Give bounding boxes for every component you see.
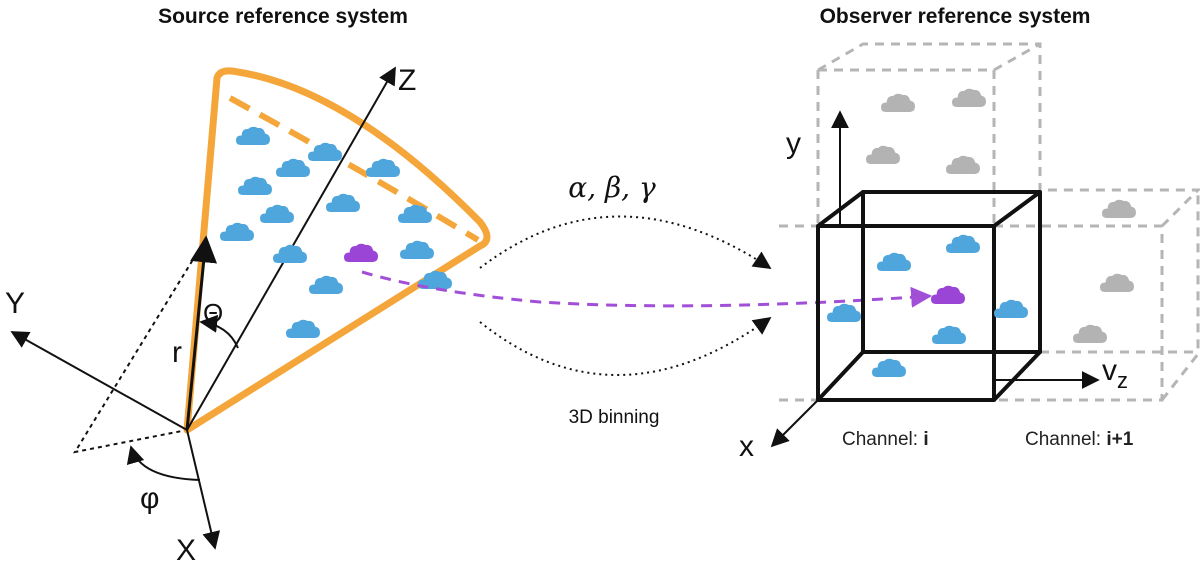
channel-i-label: Channel: i: [842, 429, 929, 450]
obs-y-label: y: [786, 127, 801, 160]
obs-x-axis: [770, 399, 819, 448]
x-axis-label: X: [176, 534, 196, 567]
cloud-icon: [236, 126, 270, 145]
transform-arrows: [479, 215, 772, 376]
projection-triangle: [72, 239, 206, 454]
cloud-icon: [946, 155, 980, 174]
cloud-icon: [931, 285, 965, 304]
cloud-icon: [946, 234, 980, 253]
cloud-icon: [1073, 324, 1107, 343]
cloud-icon: [994, 299, 1028, 318]
cloud-trajectory: [361, 270, 933, 308]
cloud-icon: [1100, 273, 1134, 292]
cloud-icon: [286, 319, 320, 338]
cloud-icon: [308, 142, 342, 161]
r-vector: [185, 235, 218, 431]
cube-edges: [816, 190, 1042, 402]
cloud-icon: [238, 176, 272, 195]
source-clouds: [220, 126, 452, 338]
cloud-icon: [827, 303, 861, 322]
upper-ghost-cube: [816, 42, 1042, 226]
y-axis: [10, 331, 188, 431]
cloud-icon: [952, 88, 986, 107]
cloud-icon: [326, 193, 360, 212]
cloud-icon: [276, 158, 310, 177]
cloud-icon: [273, 244, 307, 263]
cloud-icon: [309, 275, 343, 294]
binning-label: 3D binning: [569, 407, 660, 428]
obs-vz-label: vz: [1102, 354, 1128, 393]
main-cube: [816, 190, 1042, 402]
observer-title: Observer reference system: [820, 5, 1091, 28]
cloud-icon: [400, 240, 434, 259]
y-axis-label: Y: [5, 287, 25, 320]
channel-i-plus-1-label: Channel: i+1: [1025, 429, 1134, 450]
cloud-icon: [872, 358, 906, 377]
binning-arrow: [479, 316, 772, 376]
source-title: Source reference system: [158, 5, 408, 28]
cloud-icon: [932, 325, 966, 344]
z-axis-label: Z: [398, 64, 416, 97]
rotation-arrow: [479, 215, 772, 269]
ghost-cubes: [779, 42, 1200, 402]
right-ghost-cube: [994, 188, 1200, 402]
rotation-angles-label: α, β, γ: [568, 171, 656, 204]
cloud-icon: [344, 243, 378, 262]
cone: [183, 67, 491, 434]
cone-back-rim: [228, 95, 480, 243]
phi-arc: [126, 445, 201, 481]
cloud-icon: [877, 252, 911, 271]
cloud-icon: [866, 145, 900, 164]
obs-x-label: x: [739, 430, 754, 463]
cloud-icon: [881, 93, 915, 112]
cloud-icon: [220, 222, 254, 241]
cloud-icon: [366, 158, 400, 177]
r-label: r: [172, 336, 182, 369]
cloud-icon: [260, 204, 294, 223]
ghost-edges-left: [779, 224, 818, 402]
phi-label: φ: [140, 482, 159, 515]
theta-arc: [199, 314, 239, 349]
x-axis: [186, 429, 221, 550]
cloud-icon: [1102, 199, 1136, 218]
theta-label: Θ: [203, 298, 223, 328]
